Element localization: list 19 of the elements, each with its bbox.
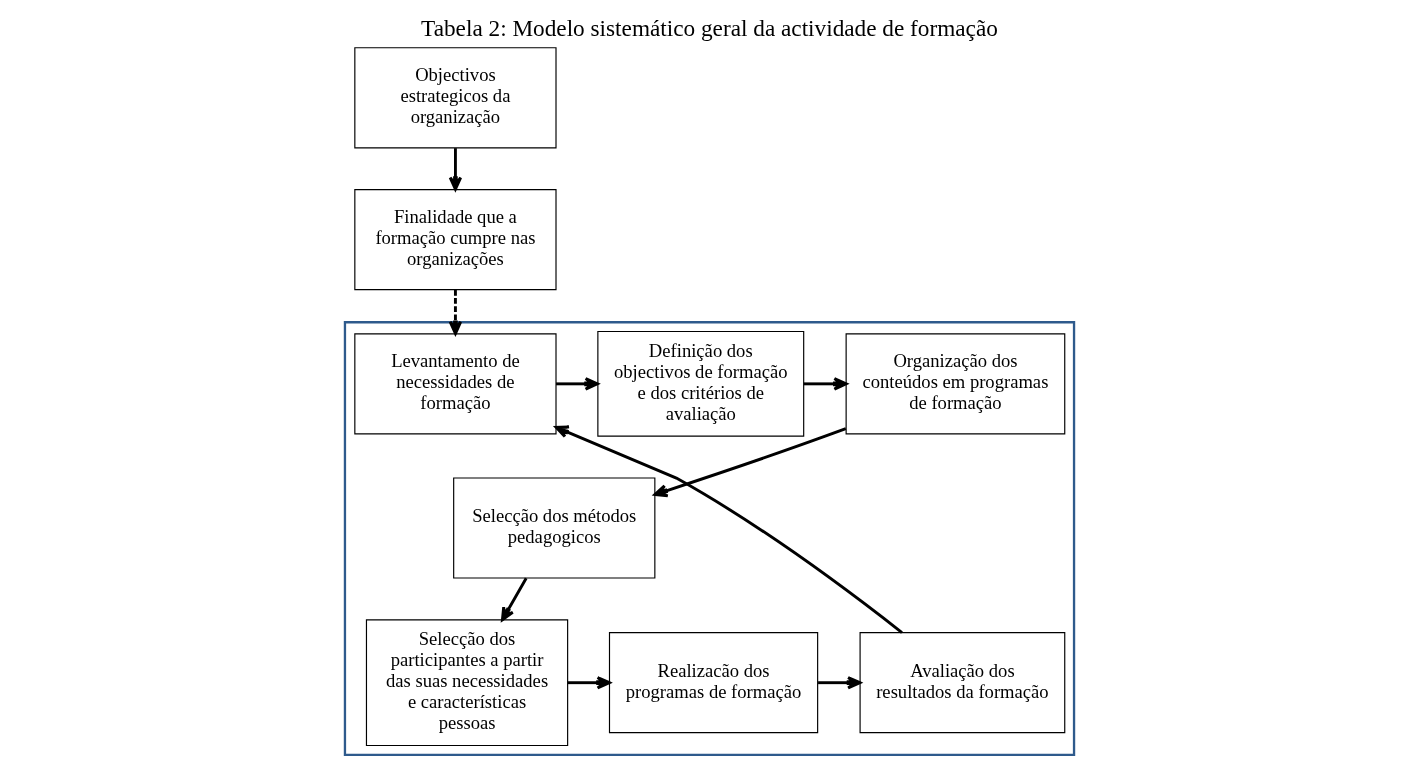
node-box: Definição dos objectivos de formação e dos critérios de avaliação: [597, 330, 805, 437]
node-box: Realizacão dos programas de formação: [608, 632, 819, 734]
node-box: Organização dos conteúdos em programas de formação: [845, 333, 1066, 435]
arrow: [653, 427, 847, 498]
arrow: [448, 148, 463, 191]
node-box: Selecção dos métodos pedagogicos: [453, 477, 656, 579]
arrow: [500, 577, 528, 622]
arrow: [818, 676, 862, 690]
node-box: Selecção dos participantes a partir das suas necessidades e características pessoas: [365, 619, 569, 747]
node-box: Avaliação dos resultados da formação: [859, 632, 1066, 734]
arrow: [554, 425, 903, 634]
arrow: [448, 290, 463, 335]
arrow: [556, 377, 599, 391]
node-box: Objectivos estrategicos da organização: [354, 47, 557, 149]
node-box: Finalidade que a formação cumpre nas organizações: [354, 189, 557, 291]
arrow: [567, 676, 611, 690]
node-box: Levantamento de necessidades de formação: [354, 333, 557, 435]
arrow: [803, 377, 848, 391]
diagram-title: Tabela 2: Modelo sistemático geral da actividade de formação: [421, 15, 998, 42]
